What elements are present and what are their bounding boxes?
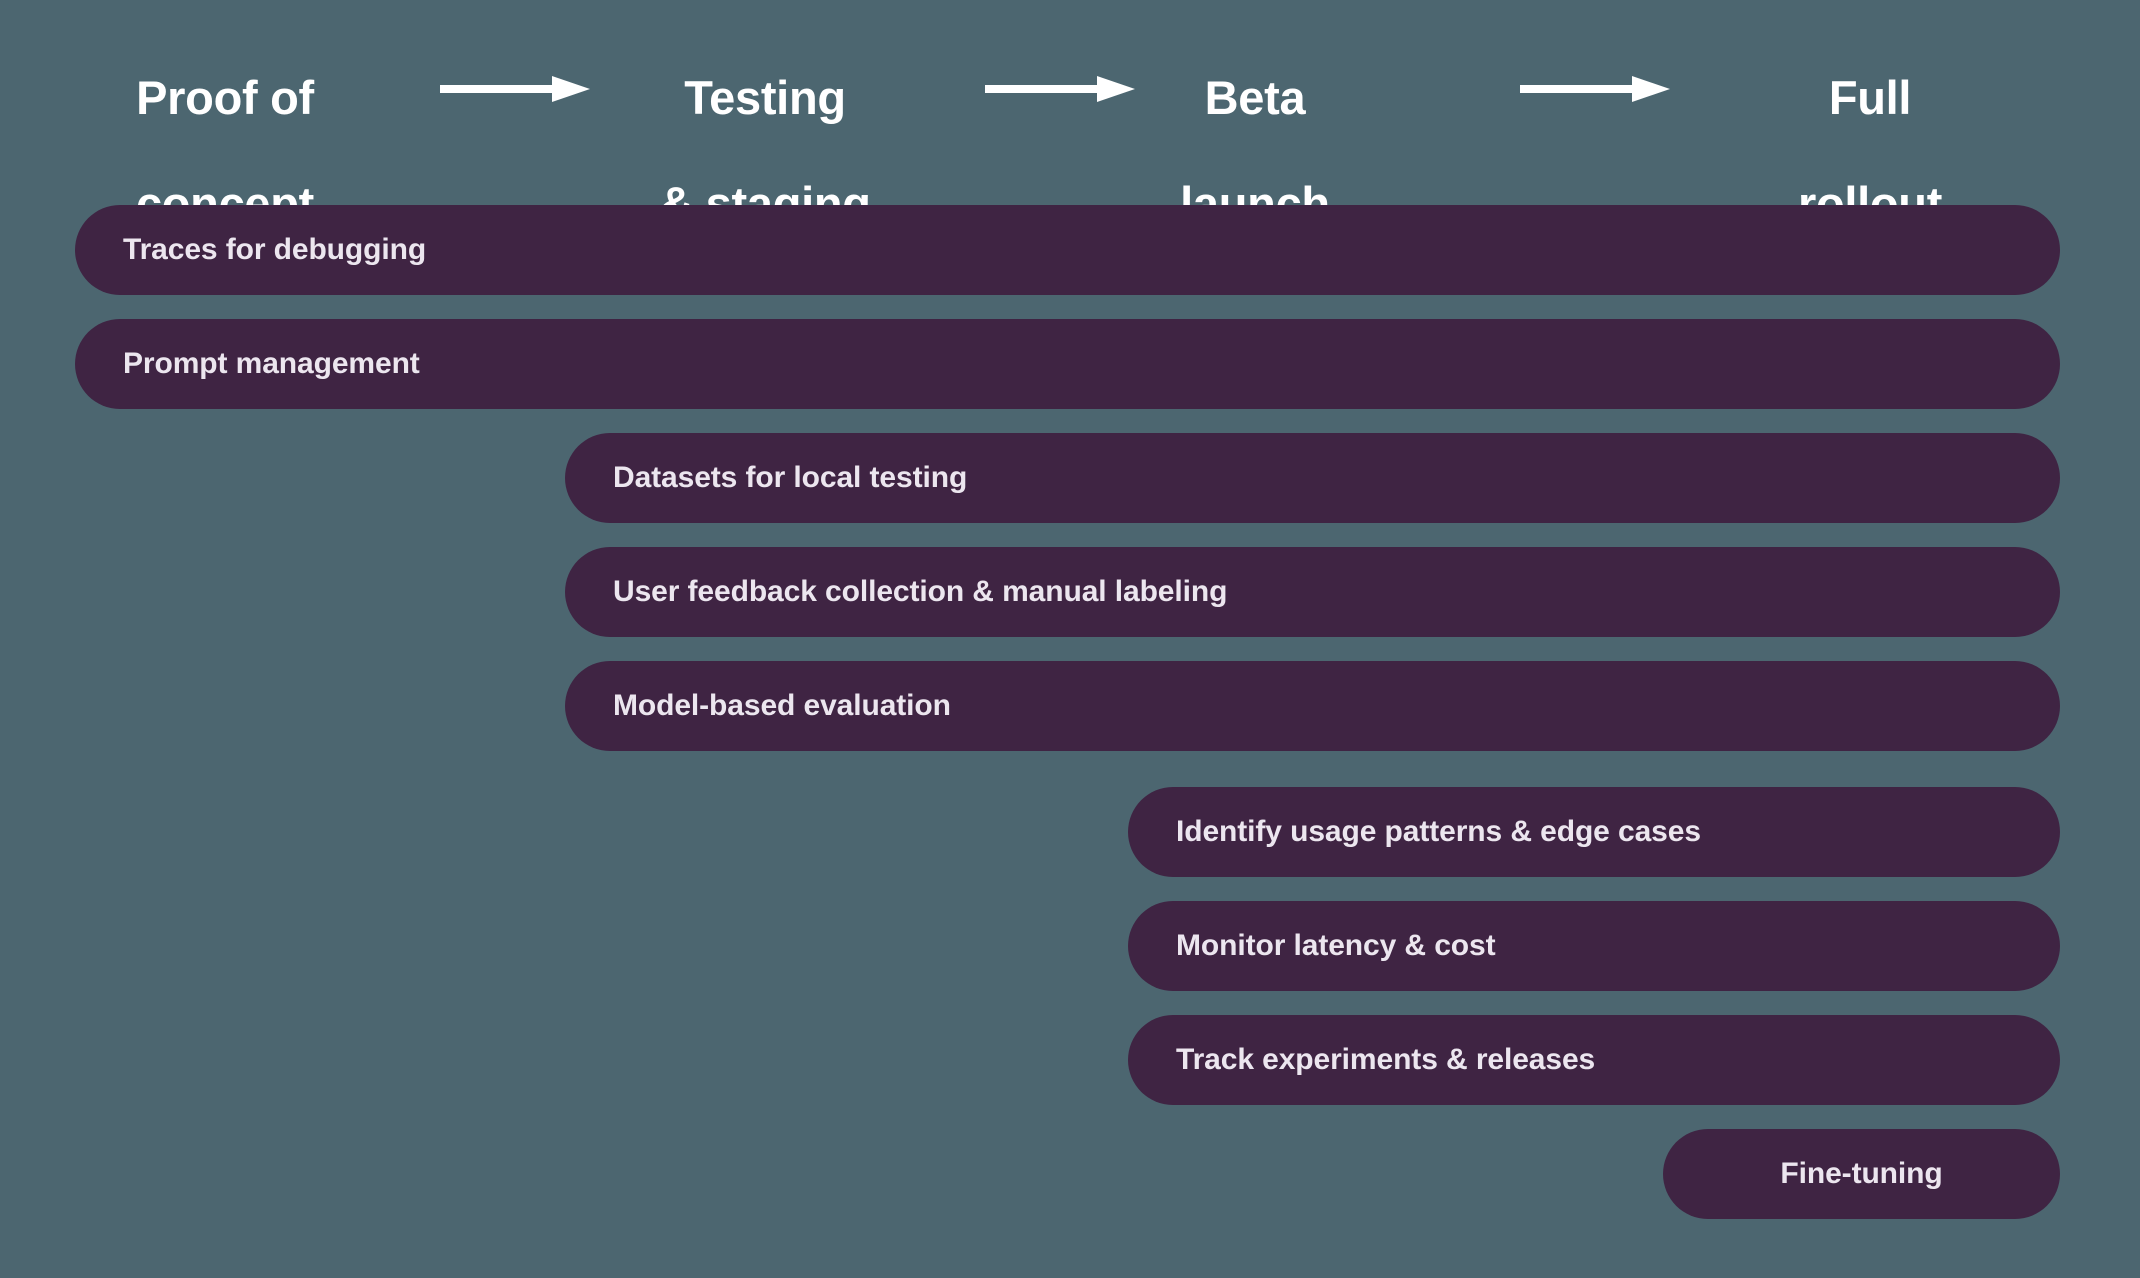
capability-bar[interactable]: Monitor latency & cost xyxy=(1128,901,2060,991)
capability-bar[interactable]: Traces for debugging xyxy=(75,205,2060,295)
capability-bar[interactable]: Prompt management xyxy=(75,319,2060,409)
capability-bar[interactable]: Track experiments & releases xyxy=(1128,1015,2060,1105)
capability-bar-label: Datasets for local testing xyxy=(613,461,968,494)
capability-bar-label: Monitor latency & cost xyxy=(1176,929,1496,962)
capability-bar[interactable]: Identify usage patterns & edge cases xyxy=(1128,787,2060,877)
arrow-right-icon xyxy=(985,76,1135,102)
arrow-right-icon xyxy=(440,76,590,102)
capability-bar-label: Prompt management xyxy=(123,347,420,380)
capability-bar[interactable]: Model-based evaluation xyxy=(565,661,2060,751)
phase-label-line1: Proof of xyxy=(136,71,314,125)
capability-bar-label: Traces for debugging xyxy=(123,233,427,266)
arrow-right-icon xyxy=(1520,76,1670,102)
capability-bar-label: Identify usage patterns & edge cases xyxy=(1176,815,1701,848)
phase-label-line1: Beta xyxy=(1204,71,1306,125)
capability-bar-label: Fine-tuning xyxy=(1780,1157,1943,1190)
capability-bar-label: User feedback collection & manual labeli… xyxy=(613,575,1228,608)
capability-bar[interactable]: Fine-tuning xyxy=(1663,1129,2060,1219)
phase-label-line1: Testing xyxy=(684,71,846,125)
capability-bar[interactable]: User feedback collection & manual labeli… xyxy=(565,547,2060,637)
phase-label-line1: Full xyxy=(1828,71,1912,125)
capability-bar-label: Track experiments & releases xyxy=(1176,1043,1596,1076)
capability-bar[interactable]: Datasets for local testing xyxy=(565,433,2060,523)
capability-bar-label: Model-based evaluation xyxy=(613,689,951,722)
